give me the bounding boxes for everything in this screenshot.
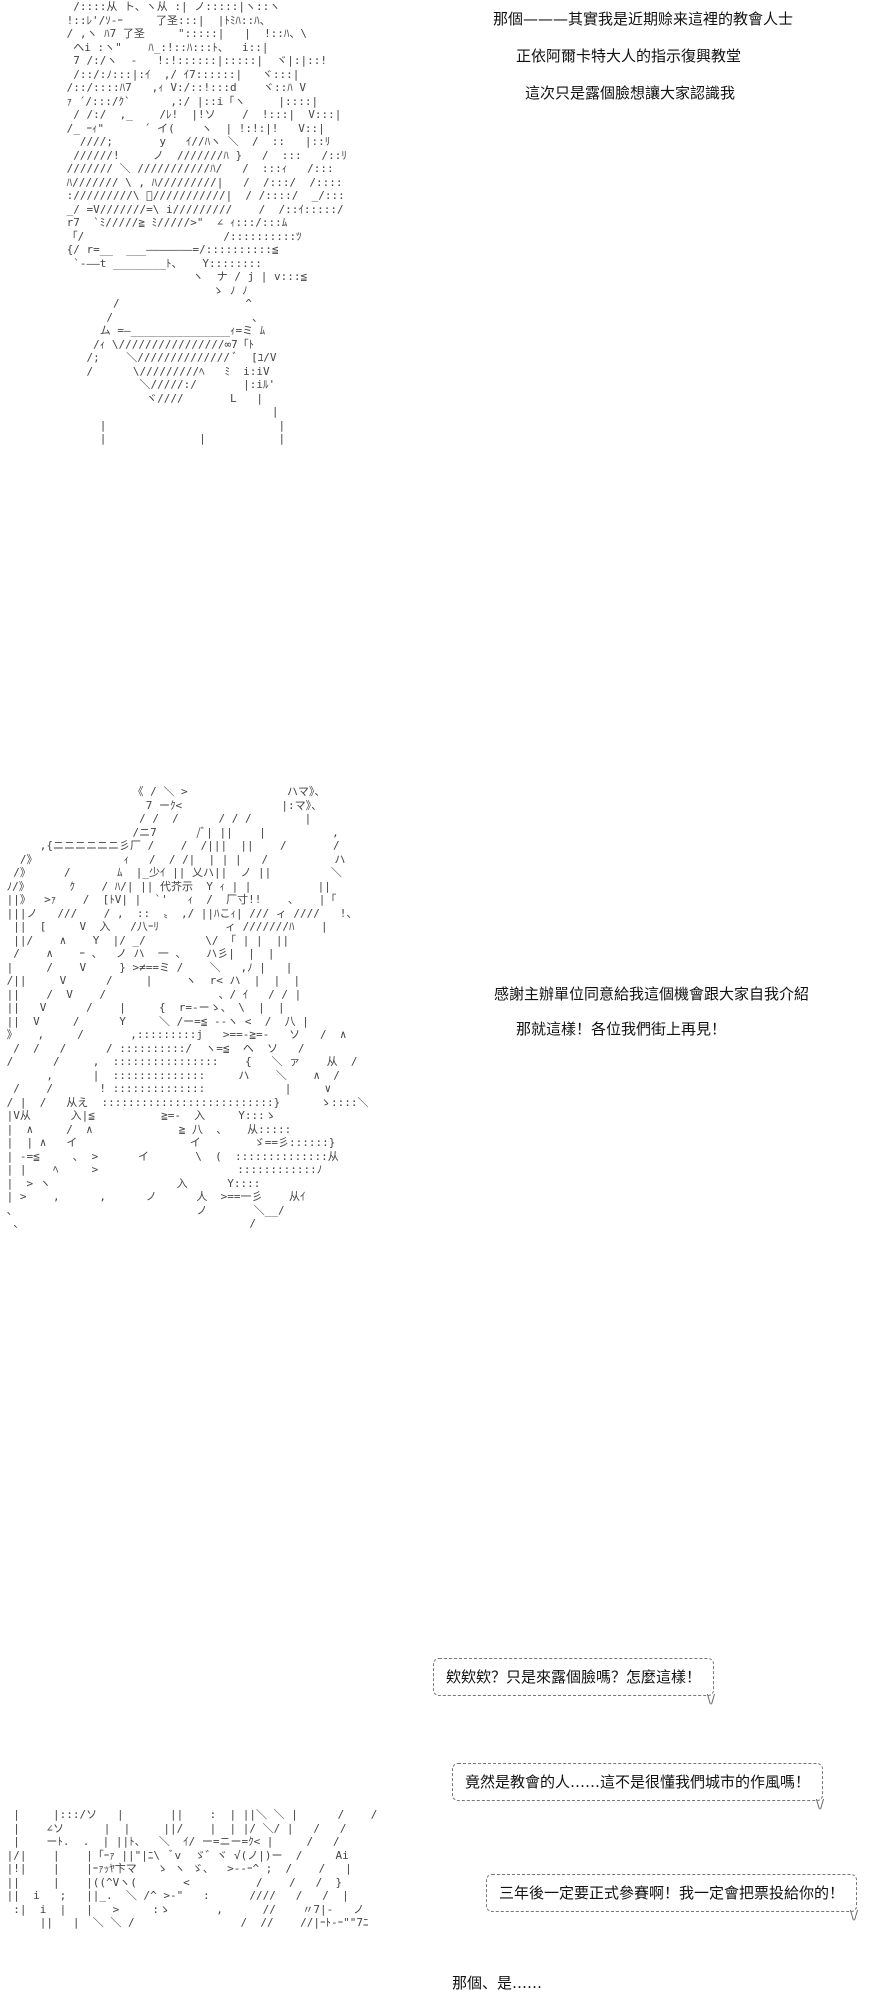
scene1-line-2: 正依阿爾卡特大人的指示復興教堂 (516, 47, 742, 65)
speech-bubble-1-text: 欸欸欸？只是來露個臉嗎？怎麼這樣！ (446, 1668, 702, 1686)
scene2-line-2: 那就這樣！各位我們街上再見！ (516, 1020, 727, 1038)
ascii-art-figure-3: | |:::/ソ | || : | ||＼ ＼ | / / | ∠ソ | | |… (6, 1808, 378, 1929)
speech-bubble-2: 竟然是教會的人……這不是很懂我們城市的作風嗎！ \/ (452, 1763, 824, 1810)
bubble-tail-icon: \/ (815, 1797, 825, 1811)
ascii-art-figure-2: 《 / ＼ > ハマ》、 7 ーｸ< |:マ》、 / / / / / / | /… (6, 785, 369, 1230)
ascii-art-figure-1: /::::从 ト、ヽ从 :| ノ:::::|ヽ::ヽ !::ﾚ'/ｿ-ｰ 了圣:… (66, 0, 347, 445)
speech-bubble-3-text: 三年後一定要正式參賽啊！我一定會把票投給你的！ (499, 1884, 845, 1902)
speech-bubble-2-text: 竟然是教會的人……這不是很懂我們城市的作風嗎！ (465, 1773, 811, 1791)
scene2-line-1: 感謝主辦單位同意給我這個機會跟大家自我介紹 (494, 985, 810, 1003)
scene1-line-3: 這次只是露個臉想讓大家認識我 (525, 84, 736, 102)
scene3-reply: 那個、是…… (452, 1974, 543, 1992)
scene1-line-1: 那個———其實我是近期赊来這裡的教會人士 (493, 10, 794, 28)
bubble-tail-icon: \/ (706, 1692, 716, 1706)
speech-bubble-1: 欸欸欸？只是來露個臉嗎？怎麼這樣！ \/ (433, 1658, 715, 1705)
speech-bubble-3: 三年後一定要正式參賽啊！我一定會把票投給你的！ \/ (486, 1874, 858, 1921)
bubble-tail-icon: \/ (849, 1908, 859, 1922)
